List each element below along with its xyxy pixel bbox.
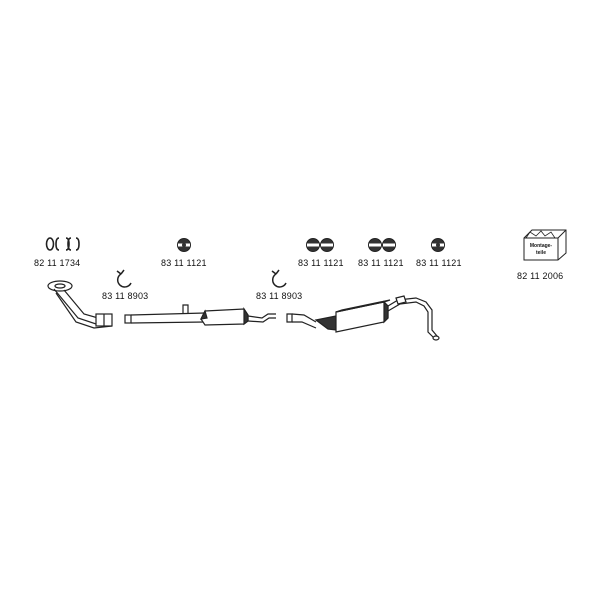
part-number-hanger-1: 83 11 1121 bbox=[161, 258, 207, 268]
pipe-clamp-icon[interactable] bbox=[116, 269, 132, 288]
intermediate-pipe-icon[interactable] bbox=[124, 304, 206, 324]
tail-pipe-icon[interactable] bbox=[387, 295, 440, 341]
center-silencer-icon[interactable] bbox=[199, 307, 276, 326]
part-number-mounting-kit: 82 11 2006 bbox=[517, 271, 564, 281]
part-number-hanger-4: 83 11 1121 bbox=[416, 258, 462, 268]
rubber-hanger-icon[interactable] bbox=[177, 238, 191, 252]
part-number-gasket-set: 82 11 1734 bbox=[34, 258, 81, 268]
box-text-line-1: Montage- bbox=[530, 243, 553, 249]
rubber-hanger-pair-icon[interactable] bbox=[368, 238, 396, 252]
rear-silencer-icon[interactable] bbox=[286, 299, 391, 333]
part-number-hanger-2: 83 11 1121 bbox=[298, 258, 344, 268]
pipe-clamp-icon[interactable] bbox=[271, 269, 287, 288]
part-number-hanger-3: 83 11 1121 bbox=[358, 258, 404, 268]
box-text-line-2: teile bbox=[536, 250, 546, 256]
mounting-kit-box-icon[interactable]: Montage- teile bbox=[523, 229, 567, 261]
rubber-hanger-pair-icon[interactable] bbox=[306, 238, 334, 252]
gasket-rings-icon[interactable] bbox=[45, 237, 80, 251]
rubber-hanger-icon[interactable] bbox=[431, 238, 445, 252]
part-number-clamp-1: 83 11 8903 bbox=[102, 291, 149, 301]
front-pipe-icon[interactable] bbox=[47, 280, 113, 329]
part-number-clamp-2: 83 11 8903 bbox=[256, 291, 303, 301]
